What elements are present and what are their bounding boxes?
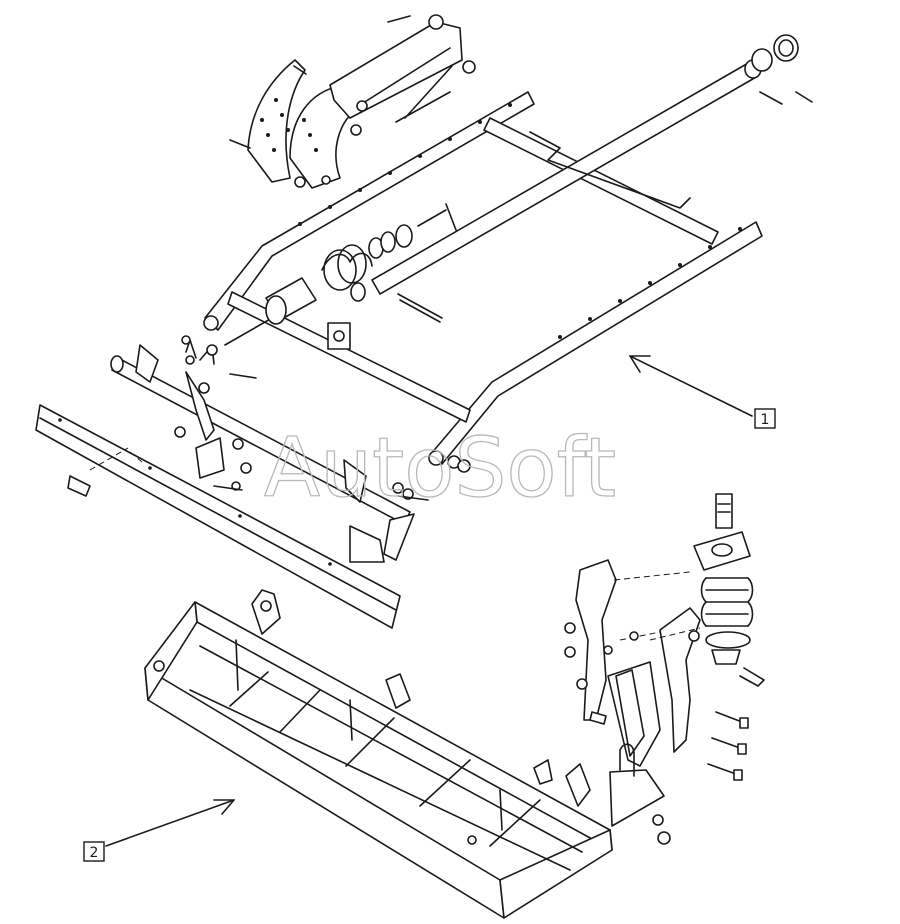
callout-2: 2 — [83, 799, 235, 862]
callout-1: 1 — [629, 355, 776, 429]
rear-cross-tube — [483, 117, 719, 245]
front-cross-bar — [227, 291, 471, 423]
right-frame-arm — [429, 221, 763, 465]
blade-bar — [35, 404, 401, 629]
coil-spring — [700, 577, 754, 665]
left-swing-arm — [575, 559, 617, 721]
upper-frame-assembly — [203, 14, 813, 466]
watermark-text: AutoSoft — [264, 421, 616, 516]
arm-holes — [298, 103, 742, 339]
callout-1-leader — [629, 355, 753, 417]
spring-plate — [693, 531, 751, 571]
blade-assembly — [35, 335, 471, 629]
callout-2-label: 2 — [90, 845, 99, 861]
top-linkage-bracket — [229, 14, 476, 189]
frame-front-rail — [144, 667, 505, 919]
lower-frame-assembly — [144, 589, 613, 919]
callout-1-box — [754, 408, 776, 429]
left-frame-arm — [204, 91, 535, 331]
frame-top-rail — [194, 601, 613, 851]
spring-rod-assembly — [224, 203, 457, 350]
callout-2-leader — [105, 799, 235, 847]
callout-2-box — [83, 841, 105, 862]
right-swing-arm — [659, 607, 701, 753]
suspension-assembly — [564, 493, 765, 845]
callout-1-label: 1 — [761, 412, 770, 428]
